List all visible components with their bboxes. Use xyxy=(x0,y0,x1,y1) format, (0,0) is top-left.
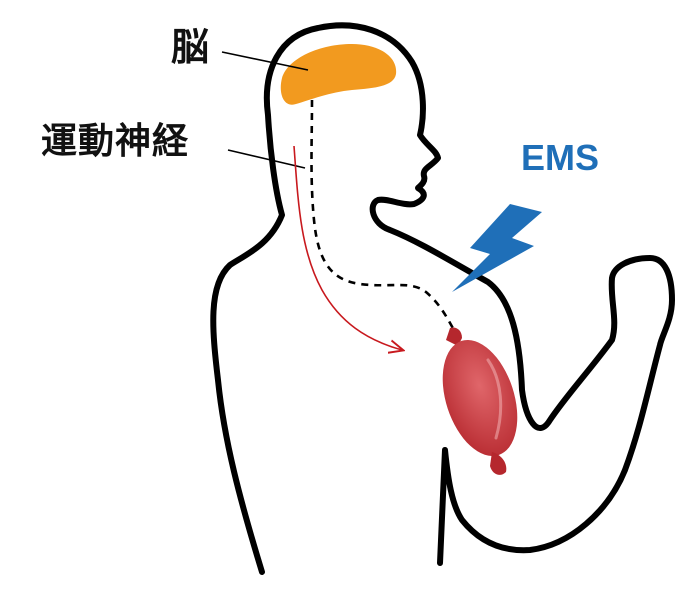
signal-arrow xyxy=(293,145,402,350)
ems-label: EMS xyxy=(521,137,600,178)
muscle-tendon-bottom xyxy=(490,452,507,475)
body-outline xyxy=(210,22,675,575)
lightning-bolt-icon xyxy=(452,204,542,292)
muscle-belly xyxy=(442,339,518,457)
motor-nerve-path xyxy=(310,99,456,331)
muscle-highlight xyxy=(486,358,503,440)
motor-nerve-label: 運動神経 xyxy=(41,121,190,162)
brain-leader-line xyxy=(221,51,309,71)
muscle-tendon-top xyxy=(446,327,462,346)
nerve-leader-line xyxy=(227,149,306,169)
muscle-icon xyxy=(442,327,518,475)
brain-shape xyxy=(280,44,397,105)
brain-label: 脳 xyxy=(171,25,210,69)
